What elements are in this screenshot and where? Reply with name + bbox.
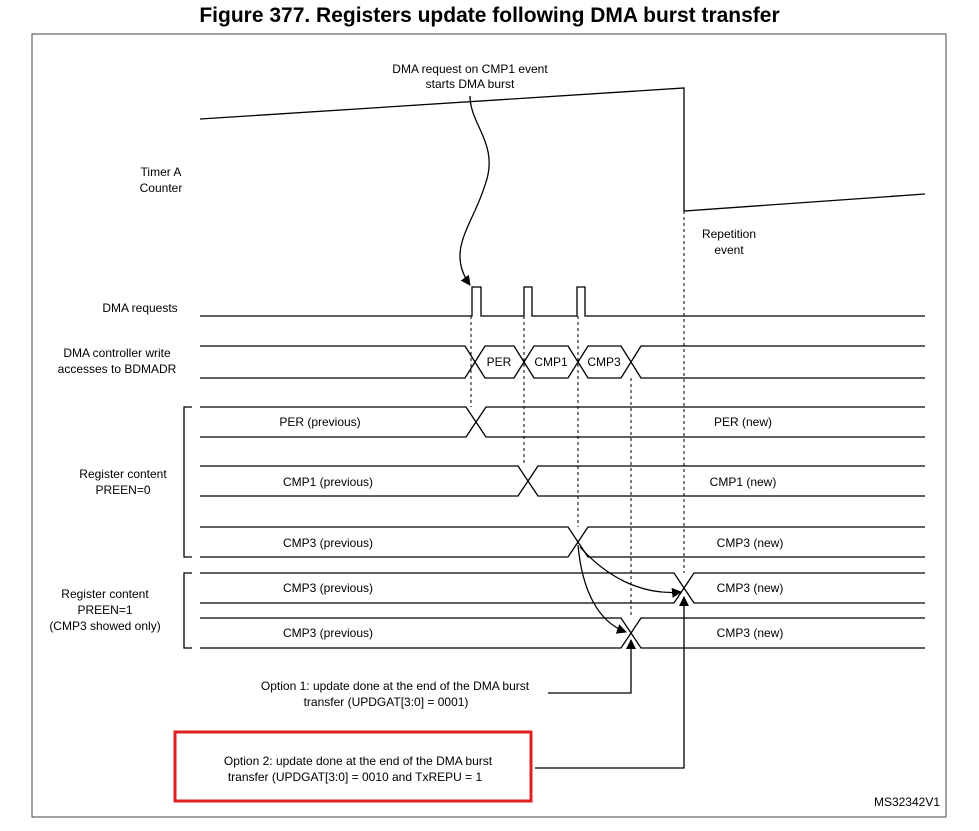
cmp3-previous-value-option1: CMP3 (previous) <box>283 626 373 640</box>
reg-preen1-label-line3: (CMP3 showed only) <box>49 619 160 633</box>
repetition-event-label-line1: Repetition <box>702 227 756 241</box>
dma-requests-waveform <box>200 286 925 317</box>
timer-counter-label-line2: Counter <box>140 181 183 195</box>
option2-text-line1: Option 2: update done at the end of the … <box>224 754 493 768</box>
dma-requests-label: DMA requests <box>102 301 177 315</box>
option1-text-line2: transfer (UPDGAT[3:0] = 0001) <box>304 695 469 709</box>
cmp3-new-value-option1: CMP3 (new) <box>717 626 784 640</box>
reg-preen0-label-line1: Register content <box>79 467 167 481</box>
dma-request-note-line2: starts DMA burst <box>426 77 515 91</box>
option2-text-line2: transfer (UPDGAT[3:0] = 0010 and TxREPU … <box>228 770 483 784</box>
option1-connector <box>548 639 636 694</box>
per-register-bus <box>200 406 925 438</box>
reg-preen0-label-line2: PREEN=0 <box>95 483 150 497</box>
cmp3-option1-curve <box>577 544 627 634</box>
dma-controller-label-line1: DMA controller write <box>63 346 171 360</box>
figure-frame <box>31 33 947 818</box>
timer-counter-waveform <box>199 87 926 212</box>
cmp1-new-value: CMP1 (new) <box>710 475 777 489</box>
timing-guides <box>470 211 685 618</box>
figure-id-label: MS32342V1 <box>874 795 940 809</box>
dma-request-note-line1: DMA request on CMP1 event <box>392 62 548 76</box>
dma-request-arrow <box>459 95 490 286</box>
cmp1-previous-value: CMP1 (previous) <box>283 475 373 489</box>
figure-title: Figure 377. Registers update following D… <box>199 4 780 27</box>
cmp3-new-value-option2: CMP3 (new) <box>717 581 784 595</box>
bus-segment-cmp1: CMP1 <box>534 355 568 369</box>
option1-text-line1: Option 1: update done at the end of the … <box>261 679 530 693</box>
cmp1-register-bus <box>200 465 925 497</box>
cmp3-new-value-preen0: CMP3 (new) <box>717 536 784 550</box>
bus-segment-cmp3: CMP3 <box>587 355 621 369</box>
dma-controller-label-line2: accesses to BDMADR <box>58 362 177 376</box>
option2-highlight-box <box>173 730 533 803</box>
preen0-bracket <box>183 406 192 558</box>
bus-segment-per: PER <box>487 355 512 369</box>
repetition-event-label-line2: event <box>714 243 744 257</box>
cmp3-register-bus-preen1-option2 <box>200 572 925 604</box>
option2-connector <box>535 596 689 769</box>
preen1-bracket <box>183 572 192 649</box>
reg-preen1-label-line2: PREEN=1 <box>77 603 132 617</box>
cmp3-option2-curve <box>579 546 682 598</box>
cmp3-register-bus-preen0 <box>200 526 925 558</box>
timer-counter-label-line1: Timer A <box>141 165 182 179</box>
cmp3-previous-value-option2: CMP3 (previous) <box>283 581 373 595</box>
per-previous-value: PER (previous) <box>279 415 360 429</box>
per-new-value: PER (new) <box>714 415 772 429</box>
dma-controller-bus <box>200 345 925 379</box>
reg-preen1-label-line1: Register content <box>61 587 149 601</box>
cmp3-previous-value-preen0: CMP3 (previous) <box>283 536 373 550</box>
cmp3-register-bus-preen1-option1 <box>200 617 925 649</box>
